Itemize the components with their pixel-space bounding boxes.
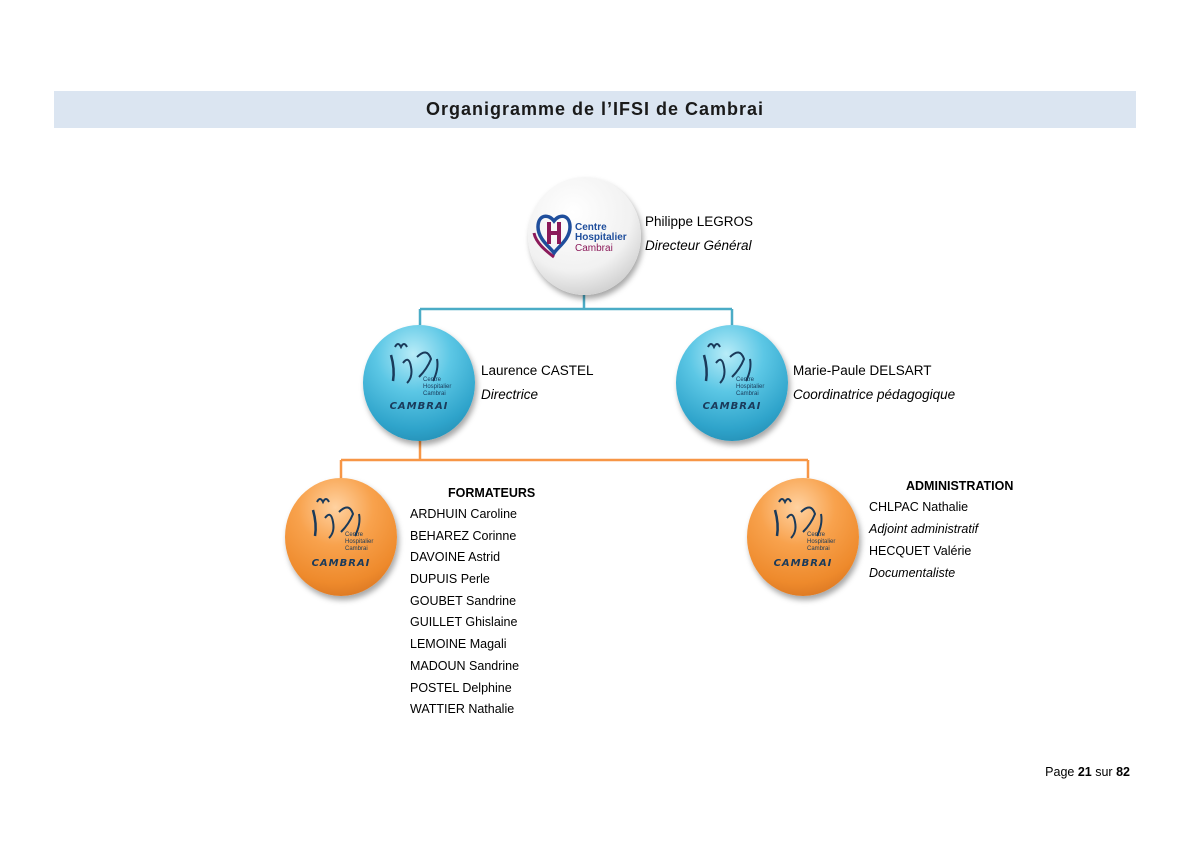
svg-text:CAMBRAI: CAMBRAI <box>703 401 762 412</box>
director-node: Centre Hospitalier Cambrai <box>528 177 641 295</box>
page-total: 82 <box>1116 765 1130 779</box>
director-role: Directeur Général <box>645 238 752 253</box>
svg-text:Cambrai: Cambrai <box>345 546 368 552</box>
admin-member-name: HECQUET Valérie <box>869 544 972 558</box>
formateur-item: GOUBET Sandrine <box>410 593 517 608</box>
svg-text:Centre: Centre <box>807 532 826 538</box>
directrice-node: ifsi Centre Hospitalier Cambrai CAMBRAI <box>363 325 475 441</box>
page-number: Page 21 sur 82 <box>1045 765 1130 779</box>
svg-text:Hospitalier: Hospitalier <box>807 539 835 545</box>
svg-text:Hospitalier: Hospitalier <box>575 232 627 243</box>
administration-header: ADMINISTRATION <box>906 479 1014 493</box>
svg-text:Hospitalier: Hospitalier <box>423 384 451 390</box>
svg-text:Centre: Centre <box>575 222 607 233</box>
svg-text:Hospitalier: Hospitalier <box>345 539 373 545</box>
page-prefix: Page <box>1045 765 1075 779</box>
svg-text:Cambrai: Cambrai <box>736 391 759 397</box>
formateurs-header: FORMATEURS <box>448 486 536 500</box>
ifsi-cambrai-logo-icon: Centre Hospitalier Cambrai CAMBRAI <box>312 498 373 569</box>
formateur-item: DUPUIS Perle <box>410 572 490 587</box>
formateur-item: GUILLET Ghislaine <box>410 615 518 630</box>
formateur-item: DAVOINE Astrid <box>410 550 501 565</box>
orange-connectors <box>339 441 810 478</box>
page-current: 21 <box>1077 765 1092 779</box>
formateur-item: ARDHUIN Caroline <box>410 507 517 521</box>
hospital-h-logo-icon: Centre Hospitalier Cambrai <box>532 214 627 259</box>
blue-connectors <box>418 295 734 325</box>
svg-text:CAMBRAI: CAMBRAI <box>312 558 371 569</box>
svg-text:CAMBRAI: CAMBRAI <box>774 558 833 569</box>
svg-text:Cambrai: Cambrai <box>807 546 830 552</box>
svg-text:Cambrai: Cambrai <box>575 243 613 254</box>
directrice-name: Laurence CASTEL <box>481 363 594 378</box>
svg-text:Cambrai: Cambrai <box>423 391 446 397</box>
coordinatrice-role: Coordinatrice pédagogique <box>793 387 956 402</box>
administration-node: Centre Hospitalier Cambrai CAMBRAI <box>747 478 859 596</box>
formateur-item: LEMOINE Magali <box>410 637 507 652</box>
svg-text:Centre: Centre <box>423 377 442 383</box>
formateurs-node: Centre Hospitalier Cambrai CAMBRAI <box>285 478 397 596</box>
svg-text:Centre: Centre <box>736 377 755 383</box>
formateur-item: MADOUN Sandrine <box>410 658 520 673</box>
svg-text:Centre: Centre <box>345 532 364 538</box>
directrice-role: Directrice <box>481 387 539 402</box>
coordinatrice-node: Centre Hospitalier Cambrai CAMBRAI <box>676 325 788 441</box>
admin-member-role: Documentaliste <box>869 566 956 580</box>
svg-text:Hospitalier: Hospitalier <box>736 384 764 390</box>
admin-member-name: CHLPAC Nathalie <box>869 500 969 514</box>
svg-text:CAMBRAI: CAMBRAI <box>390 401 449 412</box>
formateur-item: BEHAREZ Corinne <box>410 528 517 543</box>
page-title: Organigramme de l’IFSI de Cambrai <box>425 99 765 119</box>
formateur-item: WATTIER Nathalie <box>410 702 515 717</box>
director-name: Philippe LEGROS <box>645 214 754 229</box>
coordinatrice-name: Marie-Paule DELSART <box>793 363 932 378</box>
ifsi-cambrai-logo-icon: ifsi Centre Hospitalier Cambrai CAMBRAI <box>390 343 451 412</box>
title-bar: Organigramme de l’IFSI de Cambrai <box>54 91 1136 128</box>
ifsi-cambrai-logo-icon: Centre Hospitalier Cambrai CAMBRAI <box>774 498 835 569</box>
formateur-item: POSTEL Delphine <box>410 680 512 695</box>
admin-member-role: Adjoint administratif <box>869 522 979 536</box>
page-middle: sur <box>1095 765 1113 779</box>
ifsi-cambrai-logo-icon: Centre Hospitalier Cambrai CAMBRAI <box>703 343 764 412</box>
